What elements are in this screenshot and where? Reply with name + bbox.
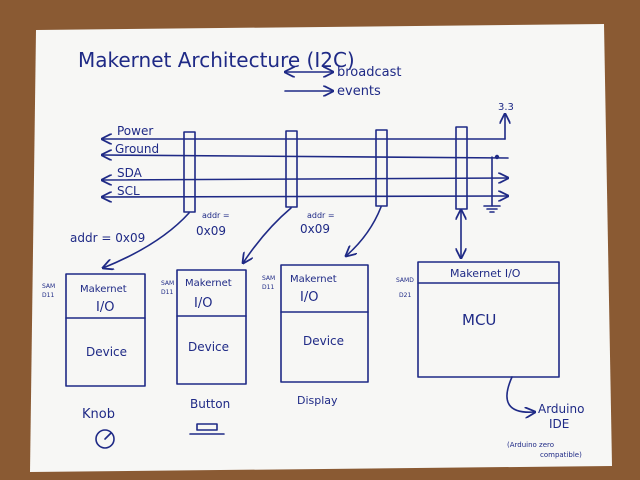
device-name-knob: Knob xyxy=(82,407,115,422)
module-button-header-top: Makernet xyxy=(185,278,232,289)
bus-label-sda: SDA xyxy=(117,166,143,180)
arduino-note-line2: compatible) xyxy=(540,451,582,459)
knob-icon xyxy=(95,429,115,449)
chip-label-mcu-bottom: D21 xyxy=(399,292,411,299)
arduino-label-line1: Arduino xyxy=(538,402,584,416)
address-label-display-top: addr = xyxy=(307,211,335,220)
bus-label-ground: Ground xyxy=(115,142,159,156)
module-display-header-bottom: I/O xyxy=(300,290,318,305)
chip-label-knob-top: SAM xyxy=(42,283,55,290)
events-label: events xyxy=(337,84,381,99)
chip-label-button-top: SAM xyxy=(161,280,174,287)
bus-label-power: Power xyxy=(117,124,153,138)
link-display xyxy=(346,206,382,256)
bus-line-scl xyxy=(102,196,508,197)
chip-label-button-bottom: D11 xyxy=(161,289,173,296)
device-name-button: Button xyxy=(190,397,230,411)
module-button-header-bottom: I/O xyxy=(194,296,212,311)
arduino-label-line2: IDE xyxy=(549,417,569,431)
bus-tap-button xyxy=(285,130,298,208)
bus-line-ground xyxy=(102,155,509,158)
module-display xyxy=(280,264,369,383)
module-knob xyxy=(65,273,146,387)
chip-label-mcu-top: SAMD xyxy=(396,277,414,284)
module-mcu-body: MCU xyxy=(462,311,496,329)
knob-icon-pointer xyxy=(104,432,112,440)
link-arduino xyxy=(506,376,535,412)
module-display-body: Device xyxy=(303,334,344,348)
arduino-note-line1: (Arduino zero xyxy=(507,441,554,449)
module-button-body: Device xyxy=(188,340,229,354)
address-label-button-bottom: 0x09 xyxy=(196,224,226,238)
button-icon xyxy=(196,423,218,431)
module-mcu xyxy=(417,261,560,378)
diagram-title: Makernet Architecture (I2C) xyxy=(78,48,355,72)
bus-label-scl: SCL xyxy=(117,184,140,198)
address-label-display-bottom: 0x09 xyxy=(300,222,330,236)
module-knob-body: Device xyxy=(86,345,127,359)
module-mcu-header: Makernet I/O xyxy=(450,267,521,280)
bus-tap-knob xyxy=(183,131,196,213)
chip-label-display-top: SAM xyxy=(262,275,275,282)
ground-junction-dot xyxy=(494,154,500,160)
address-label-button-top: addr = xyxy=(202,211,230,220)
module-button xyxy=(176,269,247,385)
power-voltage-label: 3.3 xyxy=(498,102,514,113)
device-name-display: Display xyxy=(297,394,338,407)
link-button xyxy=(243,207,292,263)
broadcast-label: broadcast xyxy=(337,65,401,80)
link-knob xyxy=(103,212,190,268)
address-label-knob: addr = 0x09 xyxy=(70,231,145,245)
bus-line-sda xyxy=(102,178,508,180)
bus-tap-display xyxy=(375,129,388,207)
module-knob-header-top: Makernet xyxy=(80,284,127,295)
module-knob-header-bottom: I/O xyxy=(96,300,114,315)
module-display-header-top: Makernet xyxy=(290,274,337,285)
chip-label-knob-bottom: D11 xyxy=(42,292,54,299)
chip-label-display-bottom: D11 xyxy=(262,284,274,291)
